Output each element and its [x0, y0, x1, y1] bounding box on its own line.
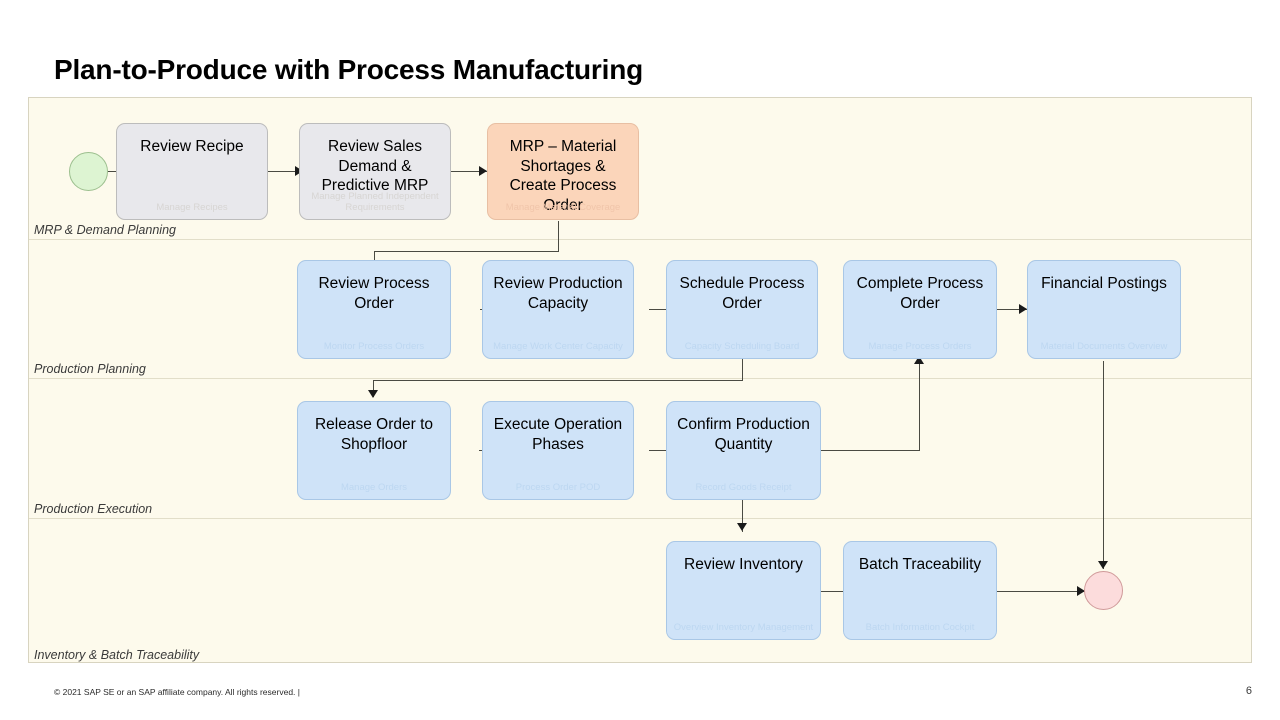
task-app-name: Manage Planned Independent Requirements	[311, 191, 439, 213]
task-batch-traceability[interactable]: Batch Traceability Batch Information Coc…	[843, 541, 997, 640]
swimlane-inventory-batch-traceability: Inventory & Batch Traceability	[29, 519, 1251, 664]
task-title: MRP – Material Shortages & Create Proces…	[509, 138, 617, 214]
start-event[interactable]	[69, 152, 108, 191]
connector-sales-demand-to-mrp	[451, 171, 487, 172]
task-app-name: Material Documents Overview	[1040, 341, 1168, 352]
page-number: 6	[1245, 685, 1252, 697]
connector-mrp-down	[558, 221, 559, 251]
task-title: Review Production Capacity	[493, 275, 623, 312]
connector-schedule-down	[742, 359, 743, 380]
task-title: Review Process Order	[318, 275, 430, 312]
task-review-inventory[interactable]: Review Inventory Overview Inventory Mana…	[666, 541, 821, 640]
swimlane-label: MRP & Demand Planning	[34, 223, 176, 237]
task-app-name: Overview Inventory Management	[673, 622, 814, 633]
connector-inventory-to-batch	[821, 591, 851, 592]
task-title: Financial Postings	[1041, 275, 1167, 292]
connector-mrp-to-review-process-order	[374, 251, 375, 268]
task-review-sales-demand-predictive-mrp[interactable]: Review Sales Demand & Predictive MRP Man…	[299, 123, 451, 220]
task-schedule-process-order[interactable]: Schedule Process Order Capacity Scheduli…	[666, 260, 818, 359]
task-app-name: Batch Information Cockpit	[865, 622, 975, 633]
connector-complete-to-financial	[997, 309, 1027, 310]
task-title: Release Order to Shopfloor	[314, 416, 434, 453]
swimlane-mrp-demand-planning: MRP & Demand Planning	[29, 98, 1251, 240]
connector-execute-to-confirm	[649, 450, 679, 451]
connector-review-recipe-to-sales-demand	[267, 171, 303, 172]
task-review-recipe[interactable]: Review Recipe Manage Recipes	[116, 123, 268, 220]
swimlane-label: Inventory & Batch Traceability	[34, 648, 200, 662]
page-title: Plan-to-Produce with Process Manufacturi…	[54, 54, 644, 85]
task-title: Review Recipe	[140, 138, 244, 155]
swimlane-label: Production Planning	[34, 362, 146, 376]
task-complete-process-order[interactable]: Complete Process Order Manage Process Or…	[843, 260, 997, 359]
arrowhead-right-icon	[1019, 304, 1027, 314]
arrowhead-down-icon	[1098, 561, 1108, 569]
connector-capacity-to-schedule	[649, 309, 679, 310]
task-mrp-material-shortages-create-process-order[interactable]: MRP – Material Shortages & Create Proces…	[487, 123, 639, 220]
end-event[interactable]	[1084, 571, 1123, 610]
process-diagram-canvas: MRP & Demand Planning Production Plannin…	[28, 97, 1252, 663]
task-app-name: Process Order POD	[515, 482, 601, 493]
task-title: Execute Operation Phases	[493, 416, 623, 453]
footer-copyright: © 2021 SAP SE or an SAP affiliate compan…	[54, 687, 300, 697]
arrowhead-down-icon	[368, 390, 378, 398]
connector-schedule-to-release	[373, 380, 374, 397]
task-app-name: Manage Orders	[340, 482, 407, 493]
arrowhead-right-icon	[1077, 586, 1085, 596]
arrowhead-down-icon	[737, 523, 747, 531]
swimlane-production-execution: Production Execution	[29, 379, 1251, 519]
arrowhead-up-icon	[914, 356, 924, 364]
connector-schedule-left	[373, 380, 743, 381]
task-financial-postings[interactable]: Financial Postings Material Documents Ov…	[1027, 260, 1181, 359]
task-title: Batch Traceability	[858, 556, 982, 573]
connector-batch-to-end	[997, 591, 1085, 592]
task-app-name: Record Goods Receipt	[695, 482, 792, 493]
task-app-name: Manage Work Center Capacity	[493, 341, 623, 352]
connector-mrp-left	[374, 251, 559, 252]
connector-financial-to-end	[1103, 361, 1104, 569]
task-confirm-production-quantity[interactable]: Confirm Production Quantity Record Goods…	[666, 401, 821, 500]
task-execute-operation-phases[interactable]: Execute Operation Phases Process Order P…	[482, 401, 634, 500]
task-app-name: Manage Recipes	[156, 202, 228, 213]
task-title: Schedule Process Order	[679, 275, 805, 312]
task-title: Review Sales Demand & Predictive MRP	[321, 138, 429, 194]
task-app-name: Manage Material Coverage	[505, 202, 621, 213]
task-title: Review Inventory	[684, 556, 803, 573]
task-title: Complete Process Order	[856, 275, 984, 312]
task-title: Confirm Production Quantity	[677, 416, 810, 453]
connector-confirm-up-to-complete	[919, 363, 920, 451]
swimlane-production-planning: Production Planning	[29, 240, 1251, 379]
task-review-production-capacity[interactable]: Review Production Capacity Manage Work C…	[482, 260, 634, 359]
task-app-name: Capacity Scheduling Board	[684, 341, 800, 352]
task-release-order-to-shopfloor[interactable]: Release Order to Shopfloor Manage Orders	[297, 401, 451, 500]
connector-confirm-right	[821, 450, 919, 451]
connector-confirm-to-inventory	[742, 500, 743, 532]
task-app-name: Monitor Process Orders	[323, 341, 425, 352]
task-app-name: Manage Process Orders	[868, 341, 972, 352]
task-review-process-order[interactable]: Review Process Order Monitor Process Ord…	[297, 260, 451, 359]
swimlane-label: Production Execution	[34, 502, 153, 516]
arrowhead-right-icon	[479, 166, 487, 176]
